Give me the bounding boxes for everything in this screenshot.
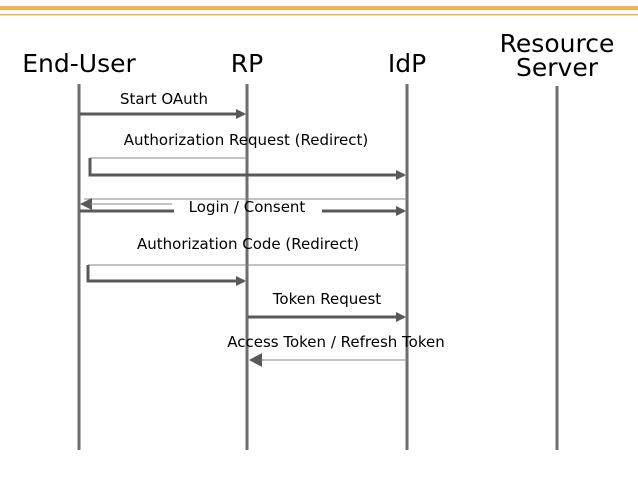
message-label-start-oauth: Start OAuth [120, 90, 208, 108]
actor-rp: RP [231, 49, 263, 78]
message-label-token-request: Token Request [272, 290, 381, 308]
message-label-authorization-request: Authorization Request (Redirect) [124, 131, 369, 149]
arrowhead-login-consent-left [80, 198, 92, 210]
message-label-login-consent: Login / Consent [189, 198, 306, 216]
message-label-authorization-code: Authorization Code (Redirect) [137, 235, 359, 253]
header-bar [0, 6, 638, 16]
actor-idp: IdP [388, 49, 426, 78]
actor-end-user: End-User [22, 49, 136, 78]
arrow-authorization-code [86, 265, 246, 286]
message-label-access-refresh-token: Access Token / Refresh Token [227, 333, 444, 351]
lifelines [77, 84, 559, 450]
arrowhead-access-refresh-token [249, 353, 262, 367]
actor-resource-server-line1: Resource [500, 29, 615, 58]
actor-resource-server-line2: Server [516, 53, 599, 82]
arrow-authorization-request [88, 158, 406, 180]
